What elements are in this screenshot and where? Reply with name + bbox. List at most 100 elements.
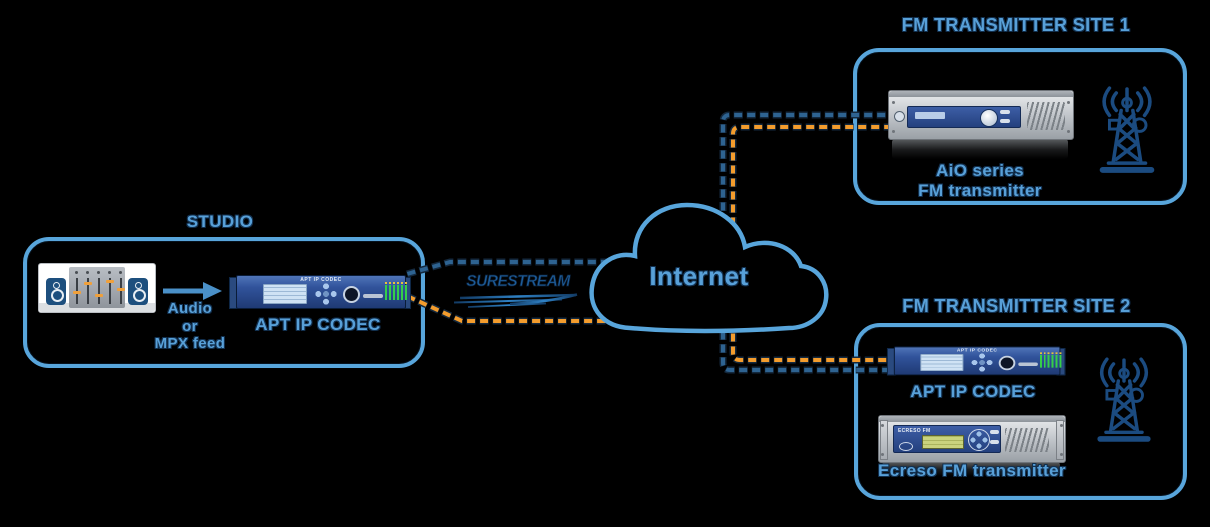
feed-line-1: Audio <box>167 300 213 317</box>
site1-label-line-2: FM transmitter <box>918 181 1042 200</box>
fader-track <box>120 278 122 304</box>
panel-button <box>990 440 999 444</box>
screw <box>892 101 895 104</box>
codec-lcd <box>920 354 964 372</box>
screw <box>1067 101 1070 104</box>
link-studio-cloud-blue <box>406 260 642 276</box>
site1-title: FM TRANSMITTER SITE 1 <box>901 15 1131 35</box>
codec-led-row <box>1039 352 1062 355</box>
tweeter <box>135 282 142 289</box>
codec-front-panel: APT IP CODEC <box>236 275 407 309</box>
screw <box>892 130 895 133</box>
internet-cloud-icon <box>589 202 829 334</box>
screw <box>1060 424 1063 427</box>
fader-track <box>109 278 111 304</box>
codec-nav-buttons <box>315 283 337 305</box>
codec-panel-text: APT IP CODEC <box>956 348 998 354</box>
rack-ear <box>1056 420 1064 460</box>
chassis-top <box>889 91 1073 97</box>
codec-front-panel: APT IP CODEC <box>893 346 1062 376</box>
link-cloud-site1-blue <box>721 113 892 224</box>
codec-led-meter <box>385 285 407 300</box>
speaker-left-icon <box>46 278 66 305</box>
speaker-right-icon <box>128 278 148 305</box>
site1-label-line-1: AiO series <box>935 161 1025 180</box>
screw <box>1067 130 1070 133</box>
transmitter-control-panel: ECRESO FM <box>893 425 1001 453</box>
fader-handle <box>73 291 81 294</box>
transmitter-display <box>915 112 945 119</box>
brand-logo-dot <box>894 111 905 122</box>
surestream-logo: SURESTREAM <box>452 273 578 308</box>
site2-codec-label: APT IP CODEC <box>910 382 1036 401</box>
internet-label: Internet <box>649 261 749 291</box>
ecreso-fm-transmitter-device: ECRESO FM <box>878 415 1066 463</box>
codec-knob <box>343 286 360 303</box>
panel-button <box>1000 119 1010 123</box>
link-studio-cloud-orange <box>406 294 648 323</box>
screw <box>881 453 884 456</box>
codec-knob <box>998 355 1016 371</box>
fader-handle <box>117 288 125 291</box>
radio-tower-icon <box>1099 86 1155 173</box>
transmitter-control-panel <box>894 106 1021 128</box>
link-cloud-site1-orange-casing <box>729 123 892 226</box>
aio-reflection <box>892 139 1068 159</box>
apt-ip-codec-device-site2: APT IP CODEC <box>886 343 1066 377</box>
panel-button <box>1000 110 1010 114</box>
fader-track <box>98 278 100 304</box>
radio-tower-icon <box>1097 357 1151 442</box>
feed-label: Audio or MPX feed <box>130 300 250 353</box>
fader-panel <box>69 267 125 308</box>
codec-nav-buttons <box>971 353 993 372</box>
ecreso-reflection <box>882 462 1060 476</box>
codec-led-row <box>385 282 407 284</box>
transmitter-chassis <box>888 90 1074 140</box>
rack-ear <box>880 420 888 460</box>
site2-zone-box <box>854 323 1187 500</box>
surestream-text: SURESTREAM <box>466 273 571 290</box>
woofer <box>51 289 64 302</box>
usb-port <box>899 442 913 451</box>
fader-handle <box>106 280 114 283</box>
studio-codec-label: APT IP CODEC <box>255 315 381 334</box>
screw <box>1060 453 1063 456</box>
woofer <box>133 289 146 302</box>
surestream-swoosh <box>452 291 578 308</box>
tweeter <box>53 282 60 289</box>
apt-ip-codec-device-studio: APT IP CODEC <box>228 271 412 311</box>
transmitter-knob <box>980 109 998 127</box>
chassis-top <box>879 416 1065 422</box>
codec-lcd <box>263 284 307 304</box>
link-cloud-site1-blue-casing <box>719 111 892 224</box>
panel-button <box>990 430 999 434</box>
ecreso-panel-text: ECRESO FM <box>898 428 931 434</box>
aio-fm-transmitter-device <box>888 90 1074 140</box>
link-cloud-site2-blue <box>721 318 890 372</box>
feed-line-3: MPX feed <box>154 335 226 352</box>
site2-title: FM TRANSMITTER SITE 2 <box>902 296 1131 316</box>
codec-slider <box>363 294 383 298</box>
studio-title: STUDIO <box>186 212 254 231</box>
vent-grille <box>1005 428 1049 452</box>
transmitter-lcd <box>922 435 964 449</box>
fader-handle <box>95 294 103 297</box>
screw <box>881 424 884 427</box>
right-arrow-head <box>203 282 222 300</box>
panel-dots <box>75 271 78 274</box>
nav-button-cluster <box>968 429 990 451</box>
link-cloud-site2-orange <box>731 320 890 362</box>
link-cloud-site1-orange <box>731 125 892 226</box>
transmitter-chassis: ECRESO FM <box>878 415 1066 463</box>
site1-zone-box <box>853 48 1187 205</box>
site1-transmitter-label: AiO series FM transmitter <box>880 161 1080 201</box>
codec-panel-text: APT IP CODEC <box>300 277 342 283</box>
feed-line-2: or <box>182 317 198 335</box>
site2-transmitter-label: Ecreso FM transmitter <box>878 461 1066 480</box>
fader-handle <box>84 282 92 285</box>
codec-slider <box>1018 362 1038 366</box>
codec-led-meter <box>1039 354 1062 368</box>
fader-track <box>87 278 89 304</box>
